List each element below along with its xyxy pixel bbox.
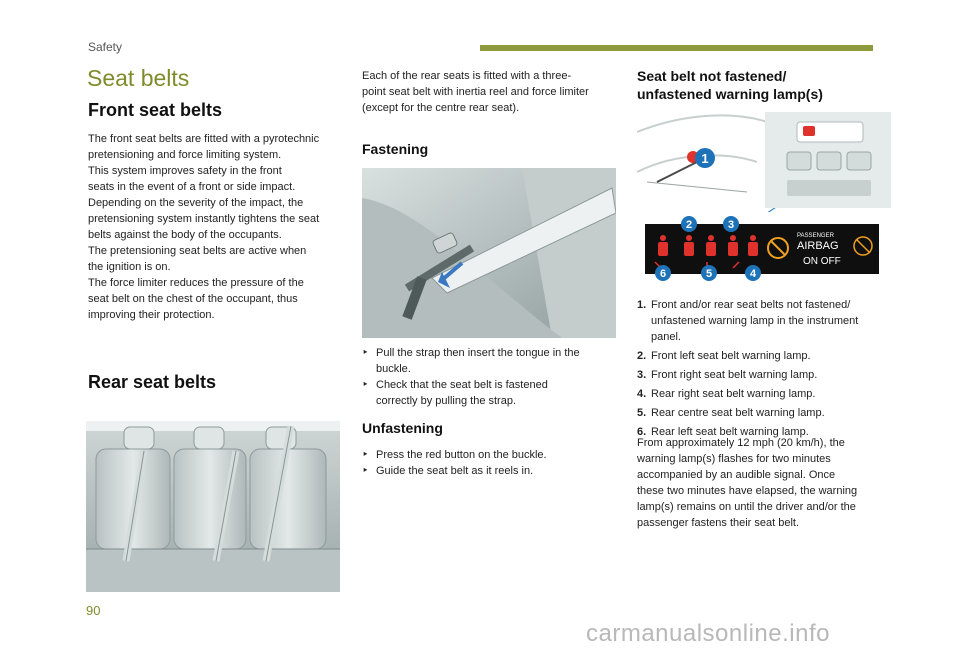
rear-seat-belts-text: Each of the rear seats is fitted with a …: [362, 68, 618, 116]
list-item: ‣ Press the red button on the buckle.: [362, 447, 618, 463]
item-text: Front and/or rear seat belts not fastene…: [651, 297, 858, 345]
text-line: Check that the seat belt is fastened: [376, 379, 548, 391]
list-item: 1. Front and/or rear seat belts not fast…: [637, 297, 897, 345]
text-line: improving their protection.: [88, 309, 215, 321]
dashboard-illustration: 1: [637, 112, 891, 212]
item-text: Rear centre seat belt warning lamp.: [651, 407, 825, 419]
text-line: Front and/or rear seat belts not fastene…: [651, 299, 851, 311]
text-line: accompanied by an audible signal. Once: [637, 469, 836, 481]
text-line: From approximately 12 mph (20 km/h), the: [637, 437, 845, 449]
callout-marker: [655, 265, 671, 281]
text-line: Depending on the severity of the impact,…: [88, 197, 304, 209]
text-line: unfastened warning lamp in the instrumen…: [651, 315, 859, 327]
item-text: Front left seat belt warning lamp.: [651, 350, 811, 362]
heading-line: unfastened warning lamp(s): [637, 86, 823, 102]
page-number: 90: [86, 603, 101, 618]
watermark: carmanualsonline.info: [586, 620, 830, 647]
list-item: 4. Rear right seat belt warning lamp.: [637, 386, 897, 402]
text-line: seats in the event of a front or side im…: [88, 181, 296, 193]
text-line: The force limiter reduces the pressure o…: [88, 277, 304, 289]
passenger-label: PASSENGER: [797, 233, 835, 239]
page-title: Seat belts: [87, 65, 190, 91]
text-line: seat belt on the chest of the occupant, …: [88, 293, 298, 305]
section-label: Safety: [88, 40, 123, 54]
bullet-text: Guide the seat belt as it reels in.: [376, 465, 534, 477]
text-line: Each of the rear seats is fitted with a …: [362, 70, 572, 82]
warning-lamp-list: 1. Front and/or rear seat belts not fast…: [637, 297, 897, 443]
header-rule: [480, 45, 873, 51]
item-text: Rear left seat belt warning lamp.: [651, 426, 809, 438]
airbag-status-icon: [853, 236, 873, 256]
item-number: 3.: [637, 369, 647, 381]
callout-2: 2: [686, 219, 692, 231]
text-line: The pretensioning seat belts are active …: [88, 245, 307, 257]
callout-marker: [745, 265, 761, 281]
bullet-marker: ‣: [362, 465, 369, 477]
rear-seat-belts-heading: Rear seat belts: [88, 372, 217, 392]
text-line: Pull the strap then insert the tongue in…: [376, 347, 580, 359]
text-line: pretensioning and force limiting system.: [88, 149, 282, 161]
bullet-text: Check that the seat belt is fastened cor…: [376, 377, 548, 409]
rear-seats-illustration: [86, 421, 340, 592]
text-line: This system improves safety in the front: [88, 165, 282, 177]
bullet-text: Press the red button on the buckle.: [376, 449, 547, 461]
item-text: Front right seat belt warning lamp.: [651, 369, 818, 381]
callout-marker: [681, 216, 697, 232]
item-number: 1.: [637, 299, 647, 311]
text-line: the ignition is on.: [88, 261, 171, 273]
text-line: buckle.: [376, 363, 411, 375]
item-number: 4.: [637, 388, 647, 400]
item-number: 5.: [637, 407, 647, 419]
item-text: Rear right seat belt warning lamp.: [651, 388, 816, 400]
list-item: 6. Rear left seat belt warning lamp.: [637, 424, 897, 440]
item-number: 6.: [637, 426, 647, 438]
seat-belt-lamp-icons: [654, 235, 758, 269]
callout-3: 3: [728, 219, 734, 231]
text-line: belts against the body of the occupants.: [88, 229, 282, 241]
on-off-label: ON OFF: [803, 256, 841, 267]
warning-lamps-heading: Seat belt not fastened/ unfastened warni…: [637, 67, 823, 103]
list-item: 5. Rear centre seat belt warning lamp.: [637, 405, 897, 421]
list-item: ‣ Pull the strap then insert the tongue …: [362, 345, 618, 377]
text-line: correctly by pulling the strap.: [376, 395, 517, 407]
text-line: these two minutes have elapsed, the warn…: [637, 485, 858, 497]
callout-4: 4: [750, 268, 757, 280]
callout-marker: [723, 216, 739, 232]
list-item: ‣ Check that the seat belt is fastened c…: [362, 377, 618, 409]
unfastening-heading: Unfastening: [362, 420, 443, 436]
text-line: point seat belt with inertia reel and fo…: [362, 86, 589, 98]
warning-closing-text: From approximately 12 mph (20 km/h), the…: [637, 435, 897, 531]
text-line: lamp(s) remains on until the driver and/…: [637, 501, 856, 513]
text-line: pretensioning system instantly tightens …: [88, 213, 320, 225]
text-line: The front seat belts are fitted with a p…: [88, 133, 320, 145]
item-number: 2.: [637, 350, 647, 362]
callout-5: 5: [706, 268, 712, 280]
airbag-label: AIRBAG: [797, 240, 839, 252]
bullet-marker: ‣: [362, 449, 369, 461]
fastening-steps: ‣ Pull the strap then insert the tongue …: [362, 345, 618, 409]
heading-line: Seat belt not fastened/: [637, 68, 787, 84]
bullet-marker: ‣: [362, 379, 369, 391]
callout-6: 6: [660, 268, 666, 280]
text-line: panel.: [651, 331, 681, 343]
fastening-heading: Fastening: [362, 141, 429, 157]
bullet-text: Pull the strap then insert the tongue in…: [376, 345, 580, 377]
unfastening-steps: ‣ Press the red button on the buckle. ‣ …: [362, 447, 618, 479]
airbag-off-icon: [767, 237, 789, 259]
list-item: 3. Front right seat belt warning lamp.: [637, 367, 897, 383]
callout-marker: [701, 265, 717, 281]
front-seat-belts-heading: Front seat belts: [88, 100, 223, 120]
fastening-illustration: [362, 168, 616, 338]
front-seat-belts-text: The front seat belts are fitted with a p…: [88, 131, 350, 323]
text-line: warning lamp(s) flashes for two minutes: [637, 453, 831, 465]
list-item: 2. Front left seat belt warning lamp.: [637, 348, 897, 364]
warning-lamp-panel: PASSENGER AIRBAG ON OFF 2 3 6 5 4: [645, 216, 879, 281]
text-line: (except for the centre rear seat).: [362, 102, 520, 114]
bullet-marker: ‣: [362, 347, 369, 359]
callout-1: 1: [701, 151, 708, 166]
list-item: ‣ Guide the seat belt as it reels in.: [362, 463, 618, 479]
text-line: passenger fastens their seat belt.: [637, 517, 800, 529]
